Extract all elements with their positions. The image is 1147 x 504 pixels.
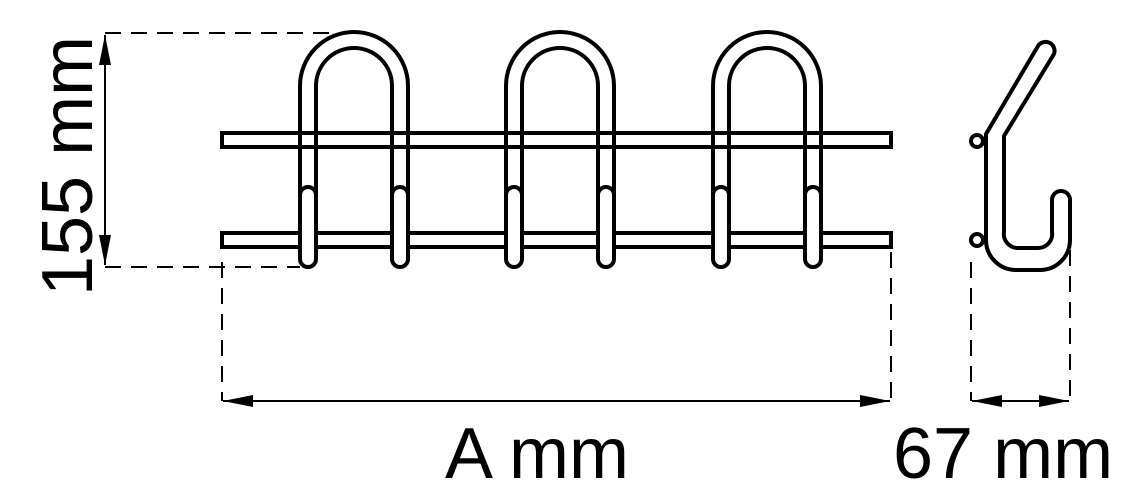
width-label: A mm: [445, 414, 630, 494]
hook-3: [711, 30, 823, 269]
depth-dimension: [970, 250, 1071, 407]
hooks-front: [298, 30, 823, 269]
hook-rail-crossings: [302, 135, 819, 145]
hook-side-view: [969, 39, 1072, 272]
bottom-rail: [220, 231, 893, 249]
depth-label: 67 mm: [893, 414, 1114, 494]
height-label: 155 mm: [28, 35, 108, 297]
hook-rail-crossing-lines: [298, 133, 823, 147]
hook-profile: [984, 39, 1072, 272]
width-dimension: [221, 252, 892, 407]
hook-1: [298, 30, 410, 269]
hook-2: [504, 30, 616, 269]
rail-section-top: [969, 133, 985, 149]
top-rail: [220, 131, 893, 149]
rails: [220, 131, 893, 249]
height-dimension: [99, 32, 345, 268]
rail-section-bottom: [969, 232, 985, 248]
